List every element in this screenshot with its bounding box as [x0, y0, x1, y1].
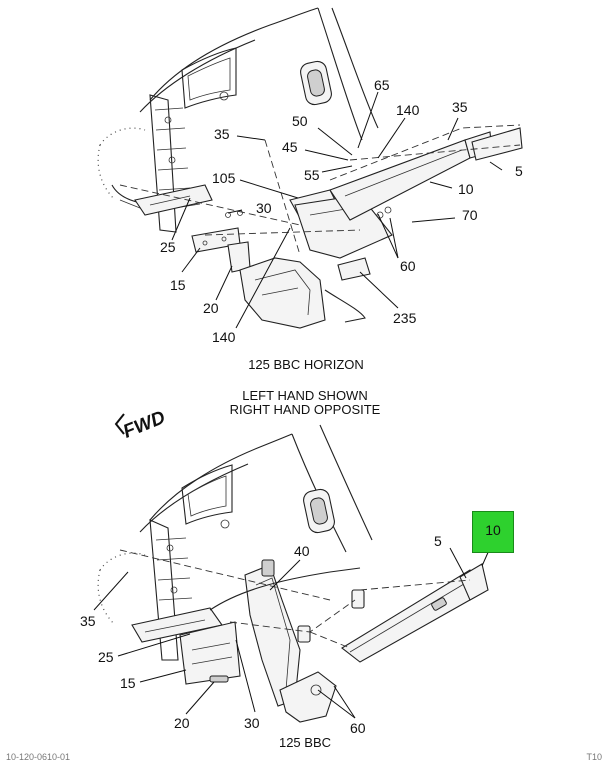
bottom-callout-25: 25	[98, 649, 114, 665]
top-callout-65: 65	[374, 77, 390, 93]
fwd-label: FWD	[120, 407, 168, 443]
top-callout-15: 15	[170, 277, 186, 293]
top-callout-35: 35	[452, 99, 468, 115]
top-callout-45: 45	[282, 139, 298, 155]
highlighted-part-box[interactable]	[472, 511, 514, 553]
note-right-hand: RIGHT HAND OPPOSITE	[230, 402, 381, 417]
bottom-leaders	[93, 547, 491, 719]
top-callout-20: 20	[203, 300, 219, 316]
top-callout-60: 60	[400, 258, 416, 274]
bottom-callout-40: 40	[294, 543, 310, 559]
top-callout-105: 105	[212, 170, 236, 186]
note-left-hand: LEFT HAND SHOWN	[242, 388, 367, 403]
top-view-caption: 125 BBC HORIZON	[248, 357, 364, 372]
footer-page-code: T10	[586, 752, 602, 762]
top-callout-25: 25	[160, 239, 176, 255]
top-callout-10: 10	[458, 181, 474, 197]
top-callout-140b: 140	[212, 329, 236, 345]
highlighted-part-label[interactable]: 10	[485, 522, 501, 538]
top-callouts: 65 140 35 50 45 35 55 5 105 10 30 70 25 …	[160, 77, 523, 345]
bottom-callout-35: 35	[80, 613, 96, 629]
bottom-callout-5: 5	[434, 533, 442, 549]
bottom-callout-20: 20	[174, 715, 190, 731]
bottom-cab-drawing	[97, 424, 489, 723]
top-callout-50: 50	[292, 113, 308, 129]
bottom-view-caption: 125 BBC	[279, 735, 331, 750]
bottom-callout-30: 30	[244, 715, 260, 731]
top-callout-140: 140	[396, 102, 420, 118]
fwd-arrow: FWD	[114, 407, 169, 443]
top-leaders	[171, 91, 503, 329]
top-callout-235: 235	[393, 310, 417, 326]
footer-doc-number: 10-120-0610-01	[6, 752, 71, 762]
bottom-callout-60: 60	[350, 720, 366, 736]
top-callout-70: 70	[462, 207, 478, 223]
top-callout-55: 55	[304, 167, 320, 183]
top-callout-35b: 35	[214, 126, 230, 142]
bottom-callouts: 40 5 35 25 15 20 30 60	[80, 533, 442, 736]
top-callout-5: 5	[515, 163, 523, 179]
top-callout-30: 30	[256, 200, 272, 216]
bottom-callout-15: 15	[120, 675, 136, 691]
